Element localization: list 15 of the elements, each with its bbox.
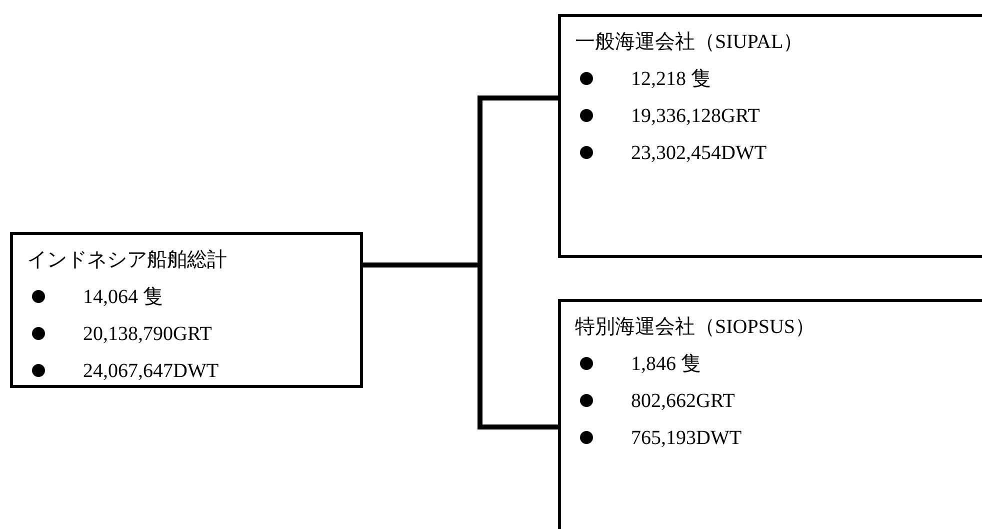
list-item: 24,067,647DWT	[83, 359, 219, 384]
list-item: 1,846 隻	[631, 352, 701, 377]
list-item: 20,138,790GRT	[83, 322, 212, 347]
box-heading: 一般海運会社（SIUPAL）	[575, 30, 804, 55]
fleet-box	[558, 14, 982, 258]
list-item: 23,302,454DWT	[631, 141, 767, 166]
box-heading: インドネシア船舶総計	[27, 248, 227, 273]
fleet-box	[10, 232, 363, 388]
box-heading: 特別海運会社（SIOPSUS）	[575, 315, 816, 340]
list-item: 14,064 隻	[83, 285, 163, 310]
list-item: 19,336,128GRT	[631, 104, 760, 129]
list-item: 765,193DWT	[631, 426, 742, 451]
fleet-box	[558, 299, 982, 529]
list-item: 802,662GRT	[631, 389, 735, 414]
list-item: 12,218 隻	[631, 67, 711, 92]
